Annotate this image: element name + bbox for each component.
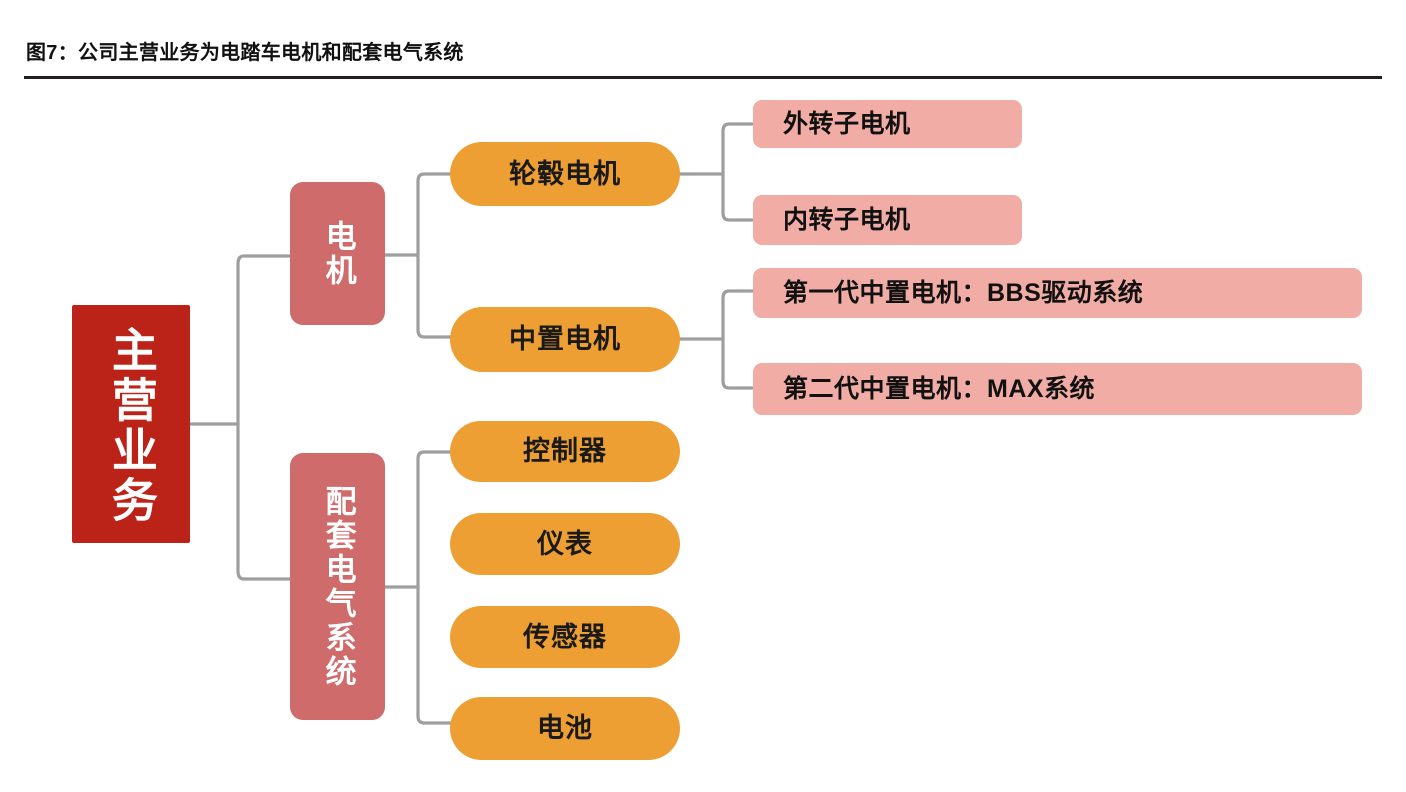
connector-lines [188,122,755,725]
node-motor[interactable]: 电机 [290,182,385,325]
connector-motor-bracket [416,172,434,339]
page-title: 图7：公司主营业务为电踏车电机和配套电气系统 [26,42,464,64]
connector-hub-bracket [721,122,739,222]
node-controller[interactable]: 控制器 [450,421,680,482]
node-hub-motor[interactable]: 轮毂电机 [450,142,680,206]
node-instrument[interactable]: 仪表 [450,513,680,575]
node-outer-rotor-motor[interactable]: 外转子电机 [753,100,1022,148]
node-gen1-mid-motor[interactable]: 第一代中置电机：BBS驱动系统 [753,268,1362,318]
node-inner-rotor-motor[interactable]: 内转子电机 [753,195,1022,245]
node-root-main-business[interactable]: 主营业务 [72,305,190,543]
title-divider [24,76,1382,79]
node-sensor[interactable]: 传感器 [450,606,680,668]
connector-electrical-bracket [416,450,434,725]
connector-mid-bracket [721,289,739,390]
node-battery[interactable]: 电池 [450,697,680,760]
org-chart-diagram: 主营业务 电机 配套电气系统 轮毂电机 中置电机 外转子电机 内转子电机 第一代… [0,84,1406,792]
node-electrical-system[interactable]: 配套电气系统 [290,453,385,720]
node-mid-motor[interactable]: 中置电机 [450,307,680,372]
connector-root-bracket [236,254,256,581]
node-gen2-mid-motor[interactable]: 第二代中置电机：MAX系统 [753,363,1362,415]
